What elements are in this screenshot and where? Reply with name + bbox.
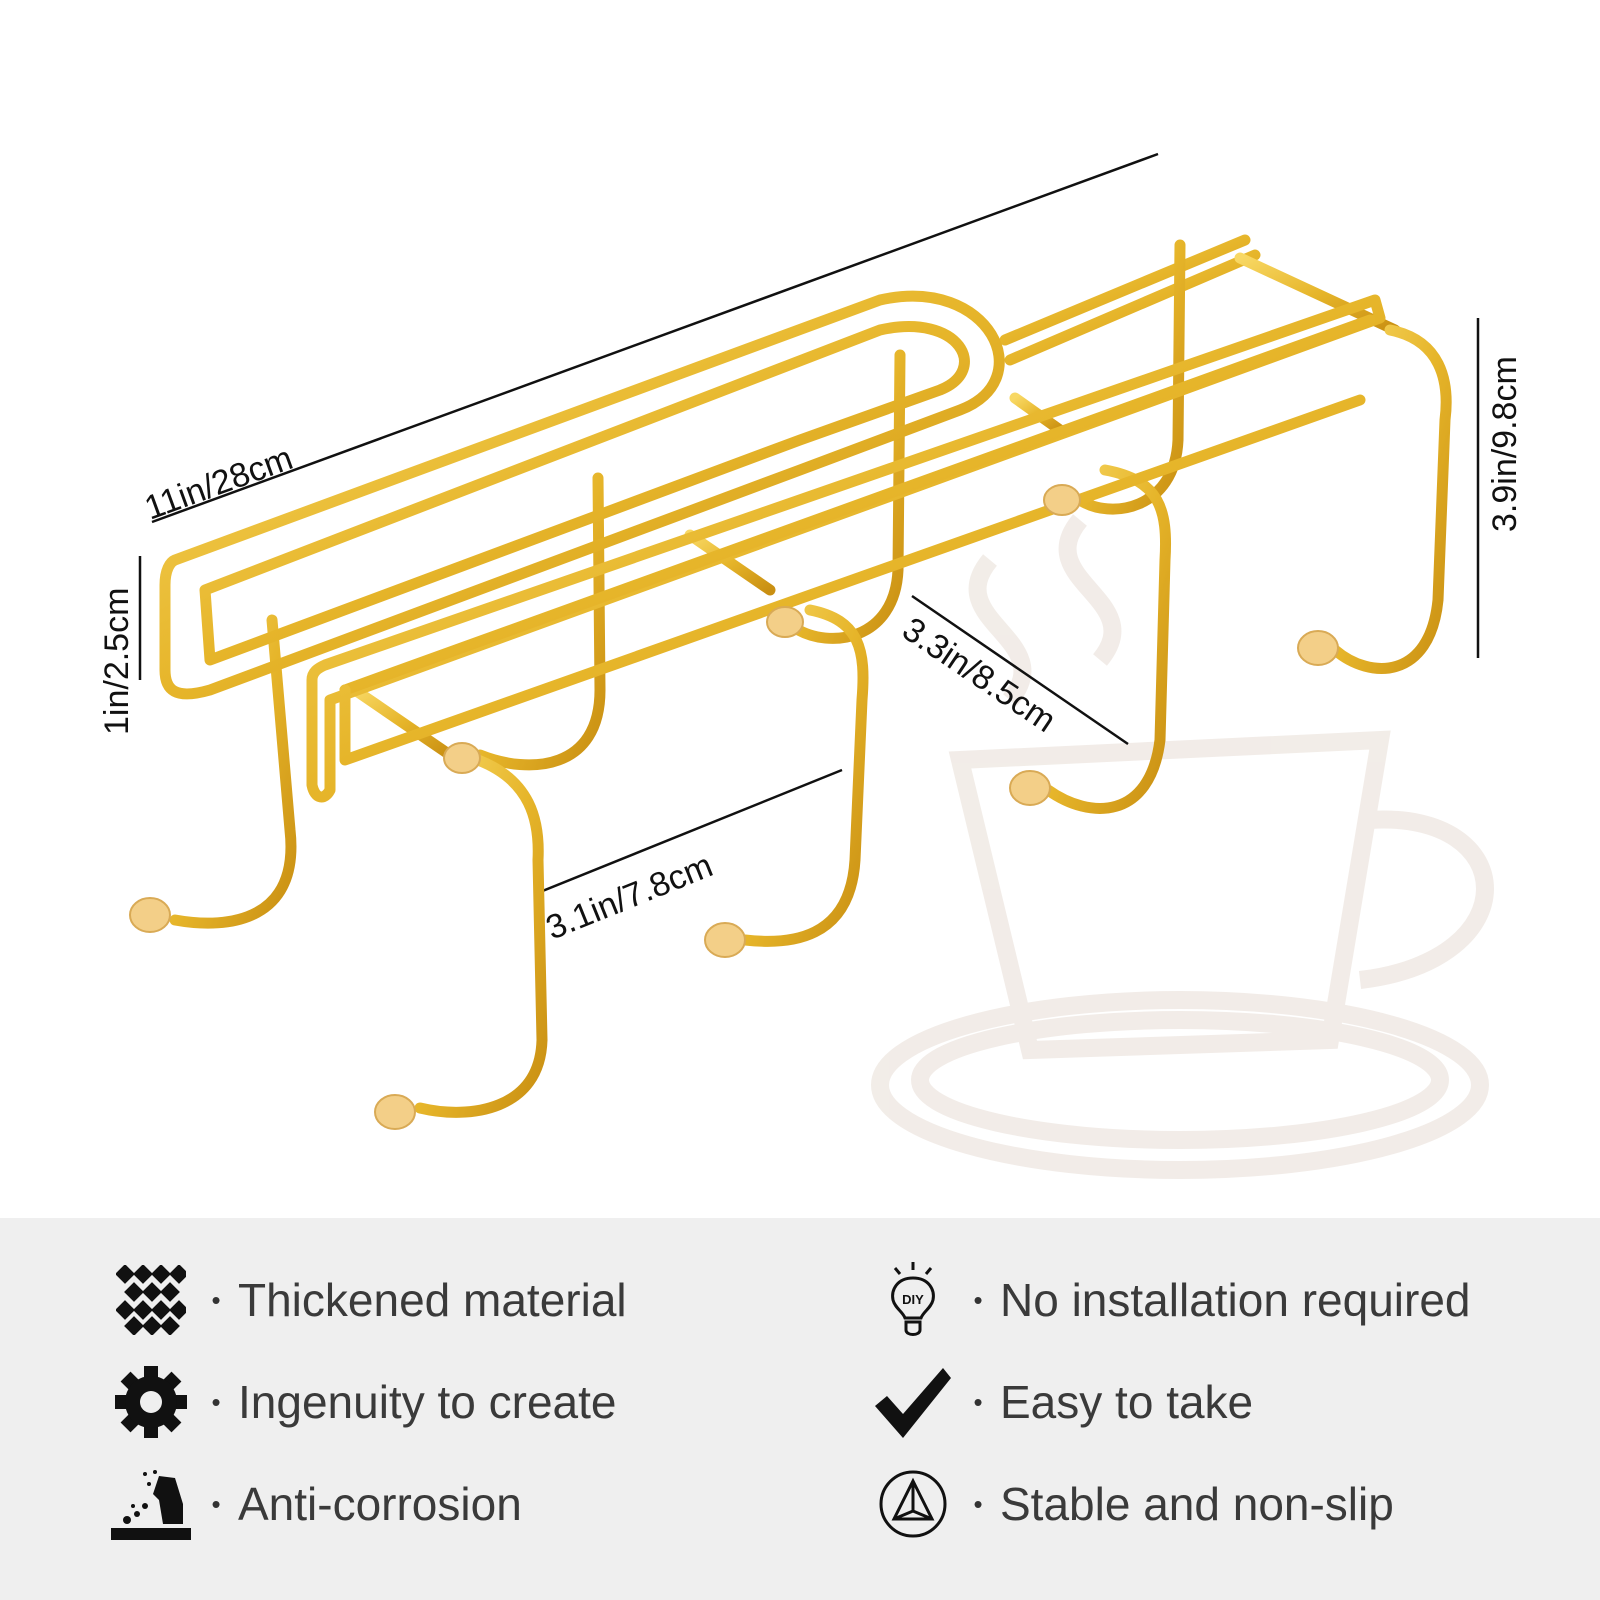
bullet: •	[211, 1386, 221, 1417]
dim-length-label: 11in/28cm	[140, 439, 298, 528]
bullet: •	[211, 1488, 221, 1519]
bullet: •	[211, 1284, 221, 1315]
dim-front-spacing-label: 3.1in/7.8cm	[541, 846, 718, 947]
spray-hand-icon	[108, 1464, 194, 1544]
rack-illustration: 11in/28cm 1in/2.5cm 3.9in/9.8cm 3.3in/8.…	[98, 152, 1524, 1179]
bullet: •	[973, 1284, 983, 1315]
feature-label: Stable and non-slip	[1000, 1478, 1394, 1530]
feature-item: DIY • No installation required	[870, 1260, 1471, 1340]
svg-text:DIY: DIY	[902, 1292, 924, 1307]
feature-label: No installation required	[1000, 1274, 1471, 1326]
checker-pattern-icon	[108, 1260, 194, 1340]
feature-item: • Easy to take	[870, 1362, 1253, 1442]
feature-item: • Stable and non-slip	[870, 1464, 1394, 1544]
dim-hook-depth-label: 3.9in/9.8cm	[1486, 356, 1524, 532]
cup-watermark	[871, 514, 1494, 1179]
wire-rack	[159, 234, 1452, 1118]
triangle-circle-icon	[870, 1464, 956, 1544]
feature-label: Anti-corrosion	[238, 1478, 522, 1530]
feature-label: Thickened material	[238, 1274, 627, 1326]
feature-item: • Thickened material	[108, 1260, 627, 1340]
dim-height-label: 1in/2.5cm	[98, 588, 136, 735]
bullet: •	[973, 1386, 983, 1417]
feature-label: Easy to take	[1000, 1376, 1254, 1428]
feature-item: • Anti-corrosion	[108, 1464, 522, 1544]
diy-bulb-icon: DIY	[870, 1260, 956, 1340]
feature-item: • Ingenuity to create	[108, 1362, 616, 1442]
feature-label: Ingenuity to create	[238, 1376, 617, 1428]
feature-panel: • Thickened material	[0, 1218, 1600, 1600]
bullet: •	[973, 1488, 983, 1519]
hook-tips	[129, 484, 1339, 1130]
dimension-lines	[138, 152, 1480, 894]
checkmark-icon	[870, 1362, 956, 1442]
gear-icon	[108, 1362, 194, 1442]
dim-side-spacing-label: 3.3in/8.5cm	[896, 610, 1063, 740]
